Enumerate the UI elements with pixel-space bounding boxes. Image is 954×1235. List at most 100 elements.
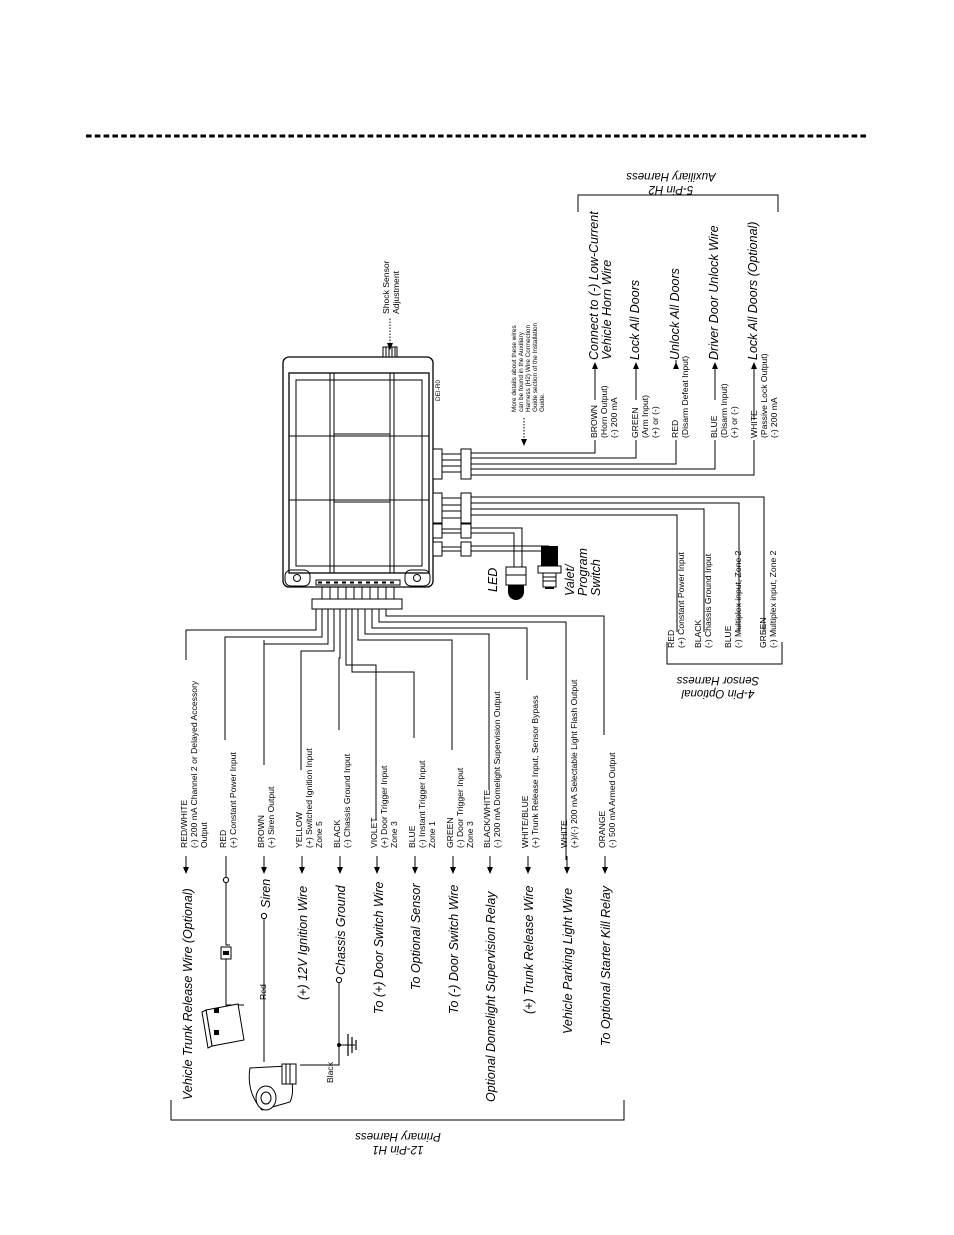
h2-harness: BROWN (Horn Output) (-) 200 mA Connect t… xyxy=(442,170,779,480)
svg-text:(+) Constant Power Input: (+) Constant Power Input xyxy=(228,752,238,848)
h1-arrows xyxy=(183,856,608,884)
svg-text:YELLOW: YELLOW xyxy=(294,811,304,848)
svg-text:RED: RED xyxy=(666,630,676,648)
shock-sensor-label: Shock Sensor Adjustment xyxy=(381,260,401,350)
led-label: LED xyxy=(486,568,500,592)
svg-text:Valet/: Valet/ xyxy=(563,563,577,596)
h2-wire-white: WHITE (Passive Lock Output) (-) 200 mA L… xyxy=(746,222,779,438)
svg-text:(-) 200 mA: (-) 200 mA xyxy=(609,397,619,438)
h1-wire-orange: ORANGE (-) 500 mA Armed Output xyxy=(597,752,617,848)
svg-text:Zone 1: Zone 1 xyxy=(427,821,437,848)
h1-wire-brown: BROWN (+) Siren Output xyxy=(256,786,276,848)
svg-text:Zone 3: Zone 3 xyxy=(389,821,399,848)
svg-text:(-) 200 mA Channel 2 or Delaye: (-) 200 mA Channel 2 or Delayed Accessor… xyxy=(189,680,199,848)
svg-text:Guide section of the Installat: Guide section of the Installation xyxy=(532,322,539,412)
svg-text:BLACK: BLACK xyxy=(693,620,703,648)
h2-title: 5-Pin H2 xyxy=(648,183,693,195)
svg-text:(Horn Output): (Horn Output) xyxy=(599,385,609,438)
svg-text:Adjustment: Adjustment xyxy=(391,270,401,314)
h1-dest-11: To Optional Starter Kill Relay xyxy=(599,885,613,1046)
h1-wire-white-blue: WHITE/BLUE (+) Trunk Release Input, Sens… xyxy=(520,695,540,848)
svg-text:(Arm Input): (Arm Input) xyxy=(640,395,650,438)
svg-text:(Disarm Defeat Input): (Disarm Defeat Input) xyxy=(680,356,690,438)
h1-dest-10: Vehicle Parking Light Wire xyxy=(561,888,575,1034)
svg-text:(-) Chassis Ground Input: (-) Chassis Ground Input xyxy=(703,553,713,648)
battery-icon xyxy=(201,1003,245,1049)
svg-text:(+) or (-): (+) or (-) xyxy=(729,406,739,438)
svg-text:GREEN: GREEN xyxy=(758,617,768,648)
h4-wire-black: BLACK (-) Chassis Ground Input xyxy=(693,553,713,648)
h2-subtitle: Auxiliary Harness xyxy=(626,170,717,182)
more-details-note: More details about these wires can be fo… xyxy=(511,322,546,446)
valet-switch: Valet/ Program Switch xyxy=(442,541,603,596)
svg-text:WHITE/BLUE: WHITE/BLUE xyxy=(520,795,530,848)
svg-text:BLACK: BLACK xyxy=(332,820,342,848)
svg-text:(-) Chassis Ground Input: (-) Chassis Ground Input xyxy=(342,753,352,848)
svg-text:(-) Multiplex input, Zone 2: (-) Multiplex input, Zone 2 xyxy=(733,550,743,648)
svg-text:RED: RED xyxy=(218,830,228,848)
svg-text:Switch: Switch xyxy=(589,559,603,596)
svg-text:Red: Red xyxy=(258,984,268,1000)
h2-bracket xyxy=(577,194,779,212)
svg-text:(+) Door Trigger Input: (+) Door Trigger Input xyxy=(379,765,389,848)
h1-bracket xyxy=(170,1100,625,1121)
h1-dest-7: To (-) Door Switch Wire xyxy=(447,885,461,1014)
module-code: DEI-R0 xyxy=(435,380,442,401)
svg-text:Output: Output xyxy=(199,822,209,848)
h2-arrows xyxy=(592,362,757,420)
svg-text:(+) or (-): (+) or (-) xyxy=(650,406,660,438)
h4-bracket xyxy=(666,642,783,665)
svg-text:(-) Door Trigger Input: (-) Door Trigger Input xyxy=(455,767,465,848)
svg-text:Zone 3: Zone 3 xyxy=(465,821,475,848)
h1-wire-green: GREEN (-) Door Trigger Input Zone 3 xyxy=(445,767,475,848)
h2-wire-red: RED (Disarm Defeat Input) Unlock All Doo… xyxy=(668,268,690,438)
h1-subtitle: Primary Harness xyxy=(355,1130,441,1142)
svg-text:(-) 200 mA Domelight Supervisi: (-) 200 mA Domelight Supervision Output xyxy=(492,691,502,848)
svg-text:(-) Multiplex input, Zone 2: (-) Multiplex input, Zone 2 xyxy=(768,550,778,648)
h4-title: 4-Pin Optional xyxy=(681,687,754,699)
svg-text:BLUE: BLUE xyxy=(709,415,719,438)
h1-wire-violet: VIOLET (+) Door Trigger Input Zone 3 xyxy=(369,765,399,848)
h1-dest-3: (+) 12V Ignition Wire xyxy=(296,886,310,1000)
svg-text:Driver Door Unlock Wire: Driver Door Unlock Wire xyxy=(707,225,721,360)
h1-wire-red-white: RED/WHITE (-) 200 mA Channel 2 or Delaye… xyxy=(179,680,209,848)
svg-text:Connect to (-) Low-Current: Connect to (-) Low-Current xyxy=(587,211,601,360)
h2-wire-brown: BROWN (Horn Output) (-) 200 mA Connect t… xyxy=(587,211,619,438)
svg-text:WHITE: WHITE xyxy=(749,410,759,438)
svg-text:VIOLET: VIOLET xyxy=(369,817,379,848)
svg-text:Unlock All Doors: Unlock All Doors xyxy=(668,268,682,360)
h1-wire-blue: BLUE (-) Instant Trigger Input Zone 1 xyxy=(407,760,437,848)
battery-siren-illustration: Red Black xyxy=(201,883,357,1111)
svg-text:Shock Sensor: Shock Sensor xyxy=(381,260,391,314)
h1-wire-black-white: BLACK/WHITE (-) 200 mA Domelight Supervi… xyxy=(482,691,502,848)
svg-text:GREEN: GREEN xyxy=(445,817,455,848)
svg-text:(+) Constant Power Input: (+) Constant Power Input xyxy=(676,552,686,648)
svg-text:Lock All Doors: Lock All Doors xyxy=(628,280,642,360)
svg-text:Harness (H2) Wire Connection: Harness (H2) Wire Connection xyxy=(525,325,532,412)
ground-icon xyxy=(347,1034,357,1056)
h4-wire-blue: BLUE (-) Multiplex input, Zone 2 xyxy=(723,550,743,648)
svg-text:RED/WHITE: RED/WHITE xyxy=(179,800,189,848)
h4-harness: RED (+) Constant Power Input BLACK (-) C… xyxy=(442,492,783,699)
svg-text:can be found in the Auxiliary: can be found in the Auxiliary xyxy=(518,331,525,412)
svg-text:More details about these wires: More details about these wires xyxy=(511,325,518,412)
svg-text:(+)/(-) 200 mA Selectable Ligh: (+)/(-) 200 mA Selectable Light Flash Ou… xyxy=(569,679,579,848)
svg-text:Vehicle Horn Wire: Vehicle Horn Wire xyxy=(600,260,614,360)
svg-text:BLUE: BLUE xyxy=(723,625,733,648)
siren-icon xyxy=(248,1063,297,1111)
led: LED xyxy=(442,523,527,600)
svg-text:Zone 5: Zone 5 xyxy=(314,821,324,848)
svg-text:(-) 200 mA: (-) 200 mA xyxy=(769,397,779,438)
control-module: DEI-R0 xyxy=(282,346,443,588)
h1-wire-yellow: YELLOW (+) Switched Ignition Input Zone … xyxy=(294,748,324,848)
h1-dest-5: To (+) Door Switch Wire xyxy=(372,882,386,1014)
svg-text:WHITE: WHITE xyxy=(559,820,569,848)
svg-text:GREEN: GREEN xyxy=(630,407,640,438)
h1-dest-9: (+) Trunk Release Wire xyxy=(522,885,536,1014)
svg-text:BROWN: BROWN xyxy=(256,815,266,848)
h1-wire-white: WHITE (+)/(-) 200 mA Selectable Light Fl… xyxy=(559,679,579,848)
h1-title: 12-Pin H1 xyxy=(372,1143,423,1155)
svg-text:BLUE: BLUE xyxy=(407,825,417,848)
svg-text:(+) Siren Output: (+) Siren Output xyxy=(266,786,276,848)
